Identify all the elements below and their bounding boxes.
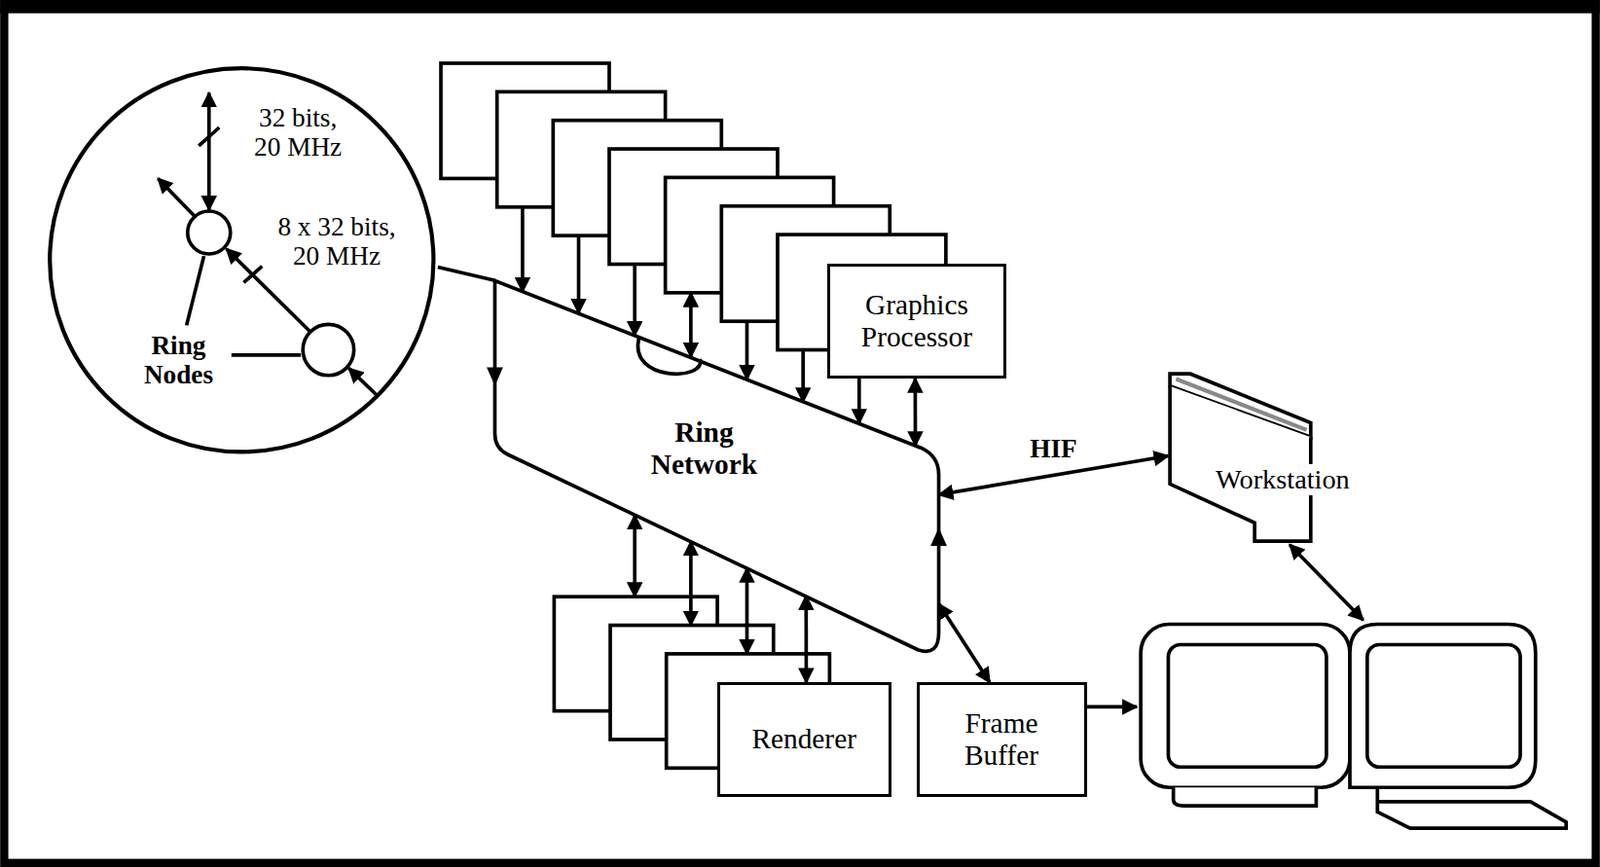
box-label: Renderer [729, 723, 878, 756]
video-arrow [1289, 545, 1363, 621]
display-links [1087, 545, 1364, 708]
connector-arrow [803, 595, 808, 683]
node-label: 32 bits, 20 MHz [247, 103, 350, 163]
renderer-box: Renderer [717, 682, 892, 797]
renderer-links [634, 514, 747, 655]
node-label: 8 x 32 bits, 20 MHz [265, 212, 409, 272]
monitor-stand [1173, 787, 1317, 806]
video-arrow [1087, 705, 1137, 710]
bus-arrow [689, 292, 693, 358]
ring-network-band: Ring Network [484, 270, 945, 658]
frame-buffer-box: Frame Buffer [916, 682, 1088, 797]
inset-circle: 32 bits, 20 MHz 8 x 32 bits, 20 MHzRing N… [45, 64, 438, 457]
node-label: Ring Nodes [131, 330, 225, 391]
box-label: Graphics Processor [839, 289, 993, 354]
keyboard [1377, 787, 1566, 829]
bus-arrow [632, 263, 637, 335]
connector-arrow [437, 267, 496, 282]
node-label: Workstation [1212, 464, 1353, 496]
monitor-screen [1367, 644, 1521, 767]
box-label: Frame Buffer [930, 707, 1074, 772]
connector-arrow [939, 604, 990, 684]
bus-arrow [577, 235, 582, 314]
frame-top-bar [0, 0, 1600, 14]
processor-links [522, 207, 860, 424]
frame-border [3, 3, 1596, 864]
bus-arrow [745, 568, 750, 655]
monitors [1140, 624, 1566, 830]
processor-box: Graphics Processor [827, 263, 1007, 379]
connector-arrow [913, 378, 918, 446]
bus-arrow [800, 350, 805, 402]
workstation-icon-outline [1167, 369, 1373, 544]
bus-arrow [520, 207, 525, 292]
bus-arrow [857, 378, 862, 424]
node-label: Ring Network [632, 416, 776, 481]
edge-label: HIF [1026, 434, 1080, 464]
monitor-housing [1349, 624, 1536, 789]
bus-arrow [745, 321, 750, 380]
monitor-screen [1167, 644, 1326, 767]
bus-arrow [632, 514, 637, 597]
bus-arrow [689, 542, 693, 626]
monitor-housing [1140, 624, 1350, 789]
workstation-icon: Workstation [1167, 369, 1373, 544]
